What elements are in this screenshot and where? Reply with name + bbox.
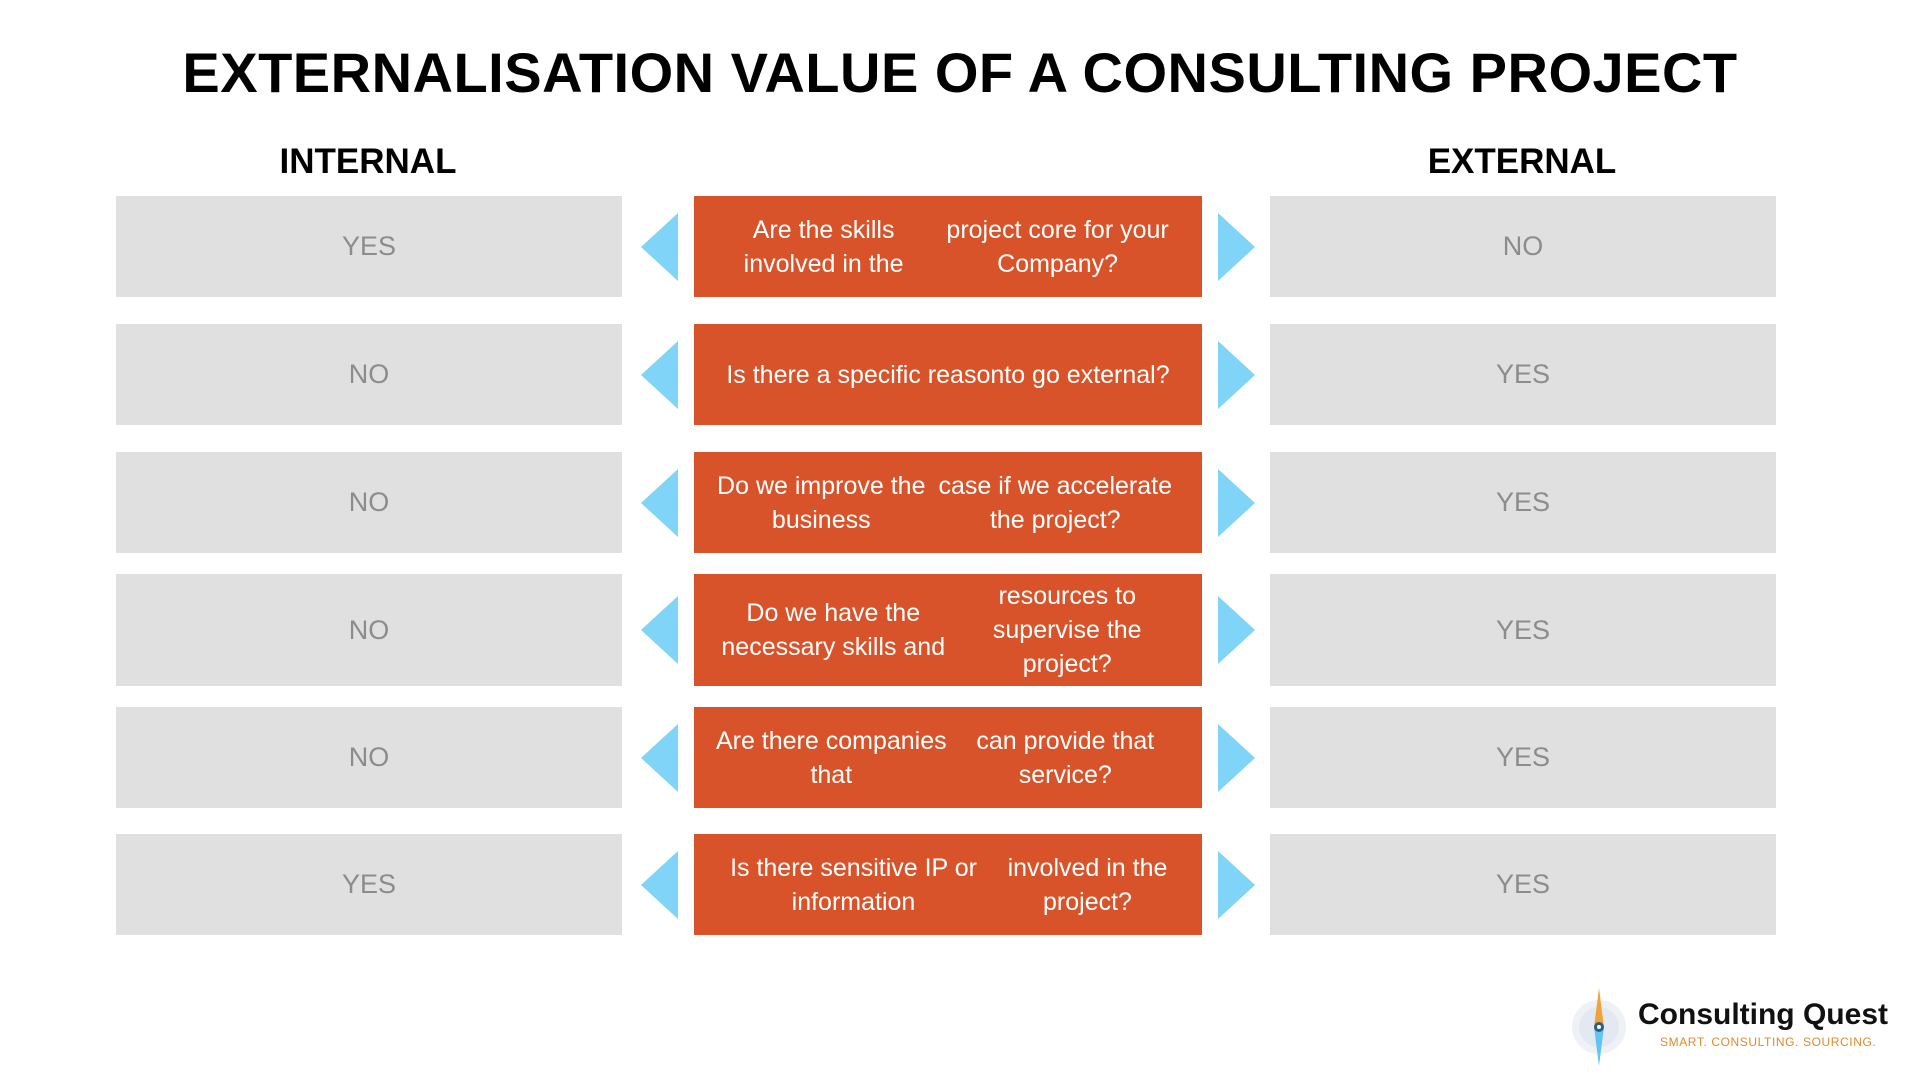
triangle-right-icon xyxy=(1218,340,1255,409)
question-text-line: involved in the project? xyxy=(1007,853,1168,916)
triangle-left-icon xyxy=(641,596,678,664)
decision-row: YES Are the skills involved in the proje… xyxy=(0,196,1920,297)
decision-row: NO Is there a specific reason to go exte… xyxy=(0,324,1920,425)
triangle-left-icon xyxy=(641,468,678,537)
external-answer-box: YES xyxy=(1270,324,1776,425)
triangle-left-icon xyxy=(641,212,678,281)
internal-answer-box: YES xyxy=(116,834,622,935)
internal-answer-box: NO xyxy=(116,574,622,686)
question-text-line: Do we have the necessary skills and xyxy=(721,599,946,661)
question-text-line: resources to supervise the project? xyxy=(992,582,1142,678)
logo-name: Consulting Quest xyxy=(1638,998,1888,1031)
internal-answer-box: NO xyxy=(116,707,622,808)
internal-answer-box: NO xyxy=(116,452,622,553)
compass-needle-icon xyxy=(1572,988,1626,1066)
triangle-left-icon xyxy=(641,850,678,919)
external-answer-box: YES xyxy=(1270,574,1776,686)
triangle-right-icon xyxy=(1218,212,1255,281)
page-title: EXTERNALISATION VALUE OF A CONSULTING PR… xyxy=(182,41,1738,104)
decision-row: NO Do we have the necessary skills and r… xyxy=(0,574,1920,686)
external-answer-box: YES xyxy=(1270,707,1776,808)
triangle-right-icon xyxy=(1218,468,1255,537)
decision-row: YES Is there sensitive IP or information… xyxy=(0,834,1920,935)
internal-answer-box: YES xyxy=(116,196,622,297)
question-box: Is there a specific reason to go externa… xyxy=(694,324,1202,425)
question-text-line: Do we improve the business xyxy=(717,471,926,534)
triangle-left-icon xyxy=(641,340,678,409)
triangle-right-icon xyxy=(1218,723,1255,792)
column-header-external: EXTERNAL xyxy=(1427,142,1617,181)
question-box: Is there sensitive IP or information inv… xyxy=(694,834,1202,935)
internal-answer-box: NO xyxy=(116,324,622,425)
question-text-line: Is there a specific reason xyxy=(726,360,1005,389)
logo-tagline: SMART. CONSULTING. SOURCING. xyxy=(1660,1035,1877,1049)
column-header-internal: INTERNAL xyxy=(279,142,457,181)
decision-row: NO Are there companies that can provide … xyxy=(0,707,1920,808)
question-text-line: project core for your Company? xyxy=(946,215,1169,278)
question-text-line: Are the skills involved in the xyxy=(743,215,904,278)
question-box: Do we improve the business case if we ac… xyxy=(694,452,1202,553)
question-text-line: can provide that service? xyxy=(976,726,1155,789)
question-box: Do we have the necessary skills and reso… xyxy=(694,574,1202,686)
question-box: Are there companies that can provide tha… xyxy=(694,707,1202,808)
question-text-line: case if we accelerate the project? xyxy=(938,471,1172,534)
triangle-right-icon xyxy=(1218,596,1255,664)
external-answer-box: YES xyxy=(1270,452,1776,553)
external-answer-box: NO xyxy=(1270,196,1776,297)
external-answer-box: YES xyxy=(1270,834,1776,935)
question-text-line: Is there sensitive IP or information xyxy=(730,853,977,916)
question-box: Are the skills involved in the project c… xyxy=(694,196,1202,297)
consulting-quest-logo: Consulting Quest SMART. CONSULTING. SOUR… xyxy=(1568,984,1898,1070)
triangle-right-icon xyxy=(1218,850,1255,919)
triangle-left-icon xyxy=(641,723,678,792)
question-text-line: Are there companies that xyxy=(715,726,947,789)
decision-row: NO Do we improve the business case if we… xyxy=(0,452,1920,553)
question-text-line: to go external? xyxy=(1004,360,1170,389)
